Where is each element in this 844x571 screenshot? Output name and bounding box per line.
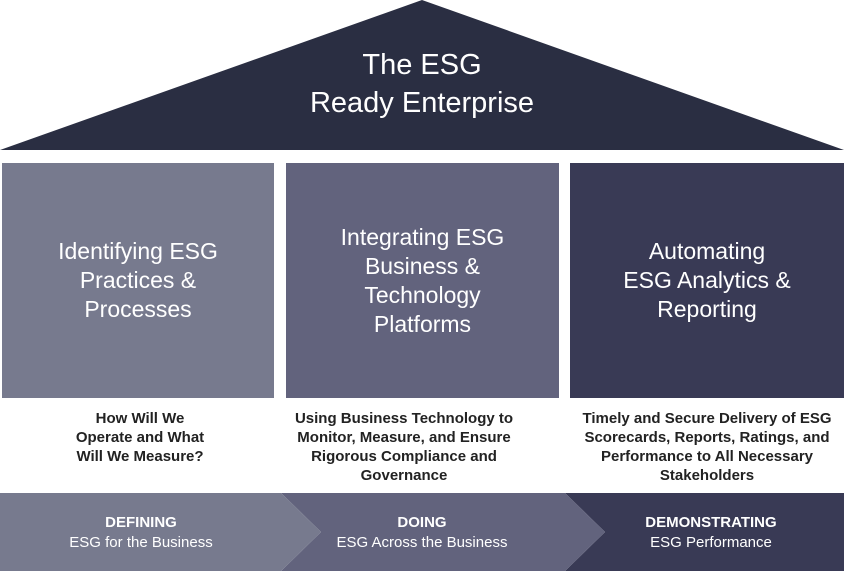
chevron-defining — [565, 493, 844, 571]
stage-chevrons — [0, 493, 844, 571]
pillar-description: How Will We Operate and What Will We Mea… — [75, 410, 205, 465]
roof — [0, 0, 844, 150]
pillar-integrating: Integrating ESG Business & Technology Pl… — [286, 163, 559, 398]
pillar-automating: Automating ESG Analytics & Reporting — [570, 163, 844, 398]
chevron-demonstrating — [0, 493, 321, 571]
chevron-doing — [281, 493, 605, 571]
pillar-description: Using Business Technology to Monitor, Me… — [294, 410, 514, 484]
pillar-identifying: Identifying ESG Practices & Processes — [2, 163, 274, 398]
pillar-description: Timely and Secure Delivery of ESG Scorec… — [582, 410, 832, 484]
